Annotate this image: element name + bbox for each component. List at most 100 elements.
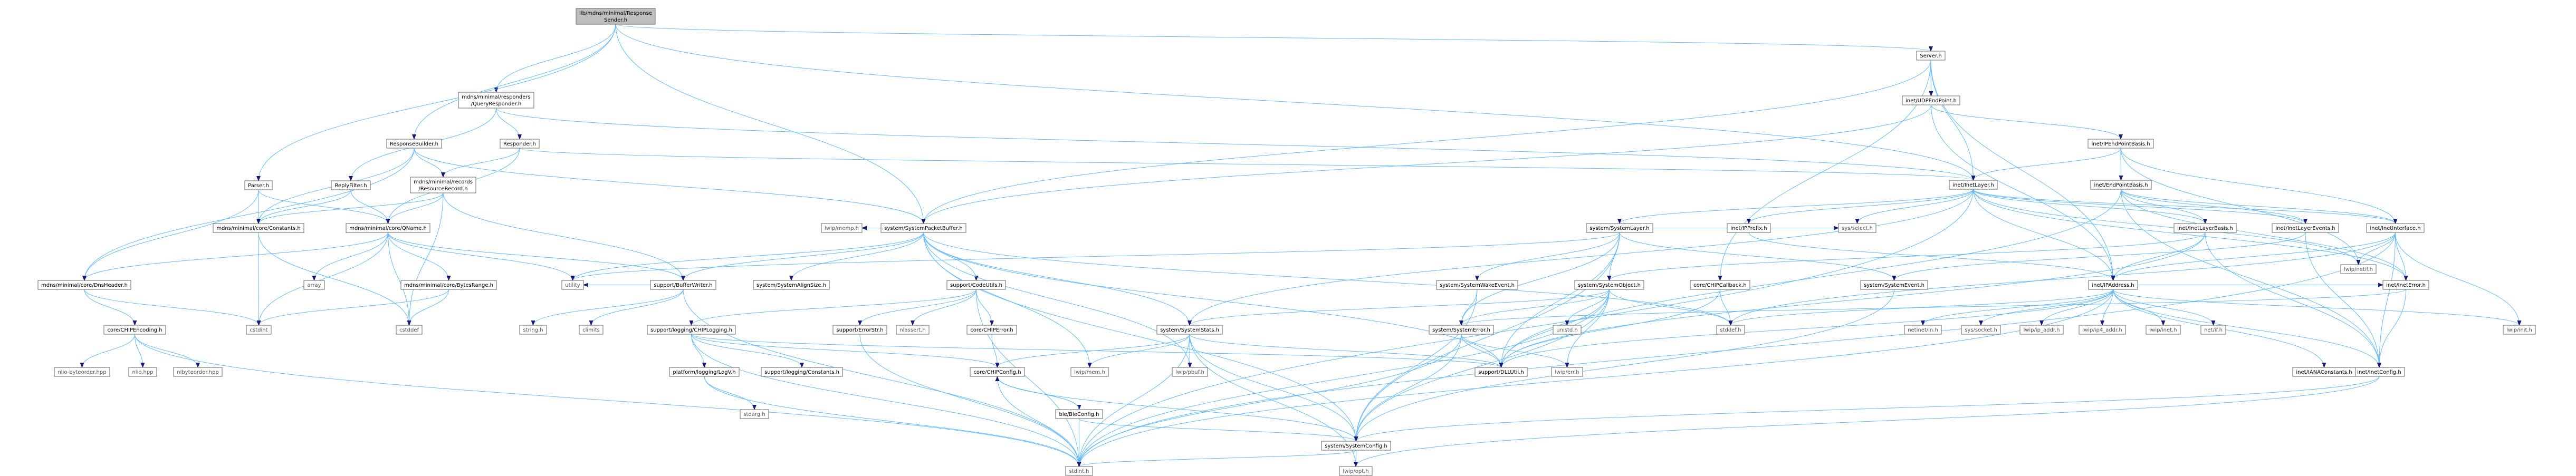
edge-root-to-responsebuilder — [412, 24, 616, 140]
node-ext-lwiperr: lwip/err.h — [1551, 367, 1583, 377]
node-ineterror[interactable]: inet/InetError.h — [2382, 280, 2429, 290]
node-label: inet/InetInterface.h — [2370, 226, 2420, 231]
edge-inetinterface-to-inetconfig — [2377, 232, 2396, 368]
node-systemobject[interactable]: system/SystemObject.h — [1574, 280, 1644, 290]
edge-chipconfig-to-systemconfig — [997, 376, 1358, 442]
node-box — [37, 280, 131, 290]
edge-resourcerecord-to-qname — [386, 192, 444, 224]
node-server[interactable]: Server.h — [1916, 51, 1946, 61]
node-ext-stdint: stdint.h — [1065, 466, 1093, 476]
node-box — [2090, 180, 2152, 190]
node-label: system/SystemWakeEvent.h — [1440, 283, 1515, 288]
node-ext-netinetin: netinet/in.h — [1904, 325, 1942, 335]
node-dnsheader[interactable]: mdns/minimal/core/DnsHeader.h — [37, 280, 131, 290]
node-inetconfig[interactable]: inet/InetConfig.h — [2353, 367, 2405, 377]
node-qname[interactable]: mdns/minimal/core/QName.h — [346, 223, 430, 233]
node-coreconstants[interactable]: mdns/minimal/core/Constants.h — [213, 223, 304, 233]
node-ipendpointbasis[interactable]: inet/IPEndPointBasis.h — [2087, 139, 2154, 149]
node-packetbuffer[interactable]: system/SystemPacketBuffer.h — [880, 223, 966, 233]
edge-resourcerecord-to-ext-cstddef — [407, 192, 444, 326]
node-label: ble/BleConfig.h — [1059, 412, 1099, 417]
node-label: inet/InetLayerEvents.h — [2275, 226, 2335, 231]
node-inetprefix[interactable]: inet/IPPrefix.h — [1727, 223, 1771, 233]
node-udpendpoint[interactable]: inet/UDPEndPoint.h — [1902, 95, 1960, 105]
edge-corechipcallback-to-dlutil — [1499, 289, 1720, 368]
node-errorstr[interactable]: support/ErrorStr.h — [832, 325, 887, 335]
node-chipencoding[interactable]: core/CHIPEncoding.h — [103, 325, 166, 335]
node-systemconfig[interactable]: system/SystemConfig.h — [1321, 441, 1391, 451]
edge-ipaddress-to-ext-lwipinit — [2113, 289, 2522, 326]
edge-replyfilter-to-coreconstants — [256, 189, 351, 224]
node-box — [1838, 223, 1876, 233]
node-label: Server.h — [1920, 53, 1941, 59]
node-box — [1574, 280, 1644, 290]
node-logv[interactable]: platform/logging/LogV.h — [669, 367, 740, 377]
node-endpointbasis[interactable]: inet/EndPointBasis.h — [2090, 180, 2152, 190]
node-resourcerecord[interactable]: mdns/minimal/records/ResourceRecord.h — [410, 177, 476, 193]
node-box — [2079, 325, 2126, 335]
node-box — [1961, 325, 2001, 335]
node-systemalignsize[interactable]: system/SystemAlignSize.h — [753, 280, 830, 290]
node-label: inet/EndPointBasis.h — [2094, 182, 2148, 188]
node-bufferwriter[interactable]: support/BufferWriter.h — [650, 280, 716, 290]
edge-logv-to-ext-stdint — [704, 376, 1081, 467]
node-dlutil[interactable]: support/DLLUtil.h — [1474, 367, 1528, 377]
edge-chipencoding-to-ext-stdint — [135, 334, 1081, 467]
node-box — [2087, 139, 2154, 149]
node-inetlayer[interactable]: inet/InetLayer.h — [1949, 180, 1998, 190]
node-label: inet/IPPrefix.h — [1730, 226, 1767, 231]
node-systemstats[interactable]: system/SystemStats.h — [1156, 325, 1223, 335]
node-ext-syssocket: sys/socket.h — [1961, 325, 2001, 335]
edge-endpointbasis-to-inetinterface — [2121, 189, 2398, 224]
edge-systemerror-to-ext-stdint — [1077, 334, 1462, 467]
node-box — [519, 325, 547, 335]
node-label: utility — [565, 283, 580, 288]
edge-root-to-server — [615, 24, 1933, 52]
node-wakeevent[interactable]: system/SystemWakeEvent.h — [1436, 280, 1518, 290]
node-queryresp[interactable]: mdns/minimal/responders/QueryResponder.h — [458, 92, 534, 109]
node-bytesrange[interactable]: mdns/minimal/core/BytesRange.h — [400, 280, 497, 290]
edge-resourcerecord-to-bufferwriter — [443, 192, 685, 281]
node-chiperror[interactable]: core/CHIPError.h — [966, 325, 1017, 335]
edge-udpendpoint-to-ipaddress — [1931, 104, 2115, 281]
node-replyfilter[interactable]: ReplyFilter.h — [331, 180, 371, 190]
node-corechipcallback[interactable]: core/CHIPCallback.h — [1690, 280, 1750, 290]
node-inetlayerevents[interactable]: inet/InetLayerEvents.h — [2272, 223, 2339, 233]
node-parser[interactable]: Parser.h — [244, 180, 273, 190]
node-systemlayer[interactable]: system/SystemLayer.h — [1586, 223, 1653, 233]
node-box — [1586, 223, 1653, 233]
edge-systemstats-to-dlutil — [1189, 334, 1504, 368]
node-systemevent[interactable]: system/SystemEvent.h — [1860, 280, 1928, 290]
node-codeutils[interactable]: support/CodeUtils.h — [946, 280, 1006, 290]
node-chiplogging[interactable]: support/logging/CHIPLogging.h — [647, 325, 736, 335]
node-label: climits — [582, 327, 600, 333]
node-bleconfig[interactable]: ble/BleConfig.h — [1055, 409, 1103, 419]
node-chipconfig[interactable]: core/CHIPConfig.h — [970, 367, 1025, 377]
node-responsebuilder[interactable]: ResponseBuilder.h — [386, 139, 442, 149]
edge-codeutils-to-ext-stdint — [976, 289, 1081, 467]
node-label: inet/UDPEndPoint.h — [1905, 98, 1957, 104]
node-label: inet/IPEndPointBasis.h — [2091, 141, 2150, 147]
node-label: stddef.h — [1720, 327, 1741, 333]
edge-responsebuilder-to-resourcerecord — [414, 148, 445, 178]
node-label: array — [307, 283, 321, 288]
node-label: sys/socket.h — [1965, 327, 1997, 333]
node-inetinterface[interactable]: inet/InetInterface.h — [2366, 223, 2425, 233]
edge-chipconfig-to-ext-stdint — [997, 376, 1081, 467]
node-systemerror[interactable]: system/SystemError.h — [1429, 325, 1494, 335]
node-label: unistd.h — [1556, 327, 1577, 333]
edge-packetbuffer-to-codeutils — [923, 232, 979, 281]
node-logconstants[interactable]: support/logging/Constants.h — [761, 367, 843, 377]
node-responder[interactable]: Responder.h — [500, 139, 540, 149]
edge-ipaddress-to-ext-lwipipaddr — [2039, 289, 2113, 326]
edge-inetlayerbasis-to-ipaddress — [2111, 232, 2206, 281]
node-box — [500, 139, 540, 149]
edge-ineterror-to-inetconfig — [2377, 289, 2406, 368]
edge-inetlayer-to-inetlayerevents — [1973, 189, 2307, 224]
edge-systemstats-to-systemconfig — [1189, 334, 1358, 442]
node-inetlayerbasis[interactable]: inet/InetLayerBasis.h — [2173, 223, 2237, 233]
node-label: mdns/minimal/records — [414, 179, 473, 185]
node-iananumbers[interactable]: inet/IANAConstants.h — [2292, 367, 2356, 377]
node-ipaddress[interactable]: inet/IPAddress.h — [2088, 280, 2138, 290]
